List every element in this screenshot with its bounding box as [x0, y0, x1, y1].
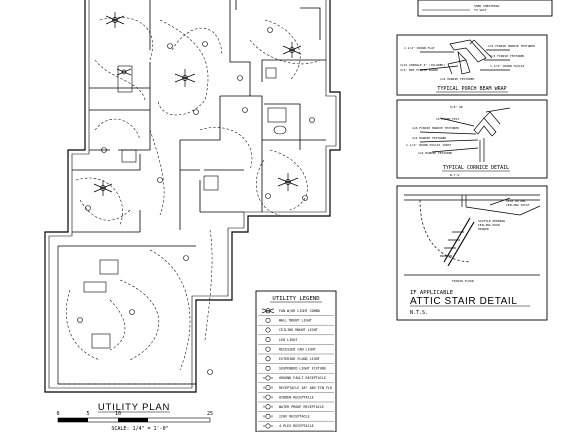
cornice-note-4: 1x2 HARDIE TEXTURED [412, 136, 447, 140]
legend-row: CEILING MOUNT LIGHT [258, 327, 334, 335]
shed-note-2: TO SUIT [474, 8, 487, 12]
porch-note-5: 5/4 FINISH TEXTURED [490, 54, 525, 58]
porch-detail-title: TYPICAL PORCH BEAM WRAP [437, 86, 506, 92]
attic-detail-title: ATTIC STAIR DETAIL [410, 296, 517, 307]
porch-note-2: 1x6 FINISH HARDIE TEXTURED [488, 44, 535, 48]
legend-label: RECESSED CAN LIGHT [279, 347, 316, 351]
receptacle-48-icon [263, 385, 273, 391]
scale-tick-0: 0 [56, 411, 59, 417]
legend-row: FAN W/OR LIGHT COMBO [258, 308, 334, 316]
legend-row: LED LIGHT [258, 337, 334, 345]
legend-row: HIDDEN RECEPTACLE [258, 394, 334, 403]
shed-note-1: SHED SHEATHING [474, 4, 499, 8]
legend-label: WALL MOUNT LIGHT [279, 319, 312, 323]
attic-note-4: SCUTTLE OPENING [478, 219, 505, 223]
porch-note-7: 1x4 HARDIE TEXTURED [440, 77, 475, 81]
legend-label: LED LIGHT [279, 338, 297, 342]
legend-label: GROUND FAULT RECEPTACLE [279, 376, 326, 380]
graphic-scale: 0 5 10 25 [56, 411, 213, 423]
quad-icon [263, 423, 273, 429]
recessed-light-icon [265, 346, 271, 352]
pendant-light-icon [265, 365, 271, 371]
scale-tick-25: 25 [207, 411, 213, 417]
plan-title: UTILITY PLAN [98, 402, 170, 413]
cornice-detail-title: TYPICAL CORNICE DETAIL [443, 165, 509, 171]
porch-note-1: 1-1/4" CROWN FLAT [404, 46, 435, 50]
attic-note-3: FINISH FLOOR [452, 279, 474, 283]
circuit-runs [66, 17, 321, 371]
attic-detail-subtitle: N.T.S. [410, 310, 428, 316]
exterior-wall [44, 0, 341, 393]
220-icon [263, 413, 273, 419]
garage-wall [57, 245, 196, 385]
detail-shed: SHED SHEATHING TO SUIT [417, 0, 553, 17]
cornice-note-5: 1-1/4" CROWN FASCIA JOINT [406, 143, 451, 147]
legend-label: RECEPTACLE 48" ABV FIN FLR [279, 386, 333, 390]
ceiling-light-icon [265, 327, 271, 333]
legend-row: EXTERIOR FLOOD LIGHT [258, 356, 334, 364]
scale-tick-5: 5 [86, 411, 89, 417]
attic-note-1: 2x10 OR DBL [506, 199, 526, 203]
cornice-detail-subtitle: N.T.S. [450, 173, 461, 177]
fan-icon [261, 308, 275, 314]
attic-note-2: CEILING JOIST [506, 203, 530, 207]
wp-receptacle-icon [263, 404, 273, 410]
gfi-icon [263, 375, 273, 381]
legend-row: SUSPENDED LIGHT FIXTURE [258, 365, 334, 374]
legend-label: EXTERIOR FLOOD LIGHT [279, 357, 320, 361]
legend-label: SUSPENDED LIGHT FIXTURE [279, 367, 326, 371]
legend-title: UTILITY LEGEND [272, 296, 320, 302]
attic-detail-prefix: IF APPLICABLE [410, 290, 453, 296]
attic-note-6: HINGED [478, 227, 489, 231]
fan-fixtures [93, 12, 302, 196]
flood-light-icon [265, 356, 271, 362]
detail-attic-stair: 2x10 OR DBL CEILING JOIST FINISH FLOOR S… [396, 185, 548, 321]
porch-note-4: 3/4" MDF FINISH BOARD [400, 68, 438, 72]
porch-note-3: 1x12 SHINGLE 4" (COLORED) [400, 63, 445, 67]
interior-walls [72, 0, 326, 233]
cornice-note-1: 5/4" OR [450, 105, 463, 109]
legend-row: 4-PLEX RECEPTACLE [258, 423, 334, 431]
legend-label: HIDDEN RECEPTACLE [279, 395, 314, 399]
floor-plan [44, 0, 341, 393]
cornice-note-3: 1x6 FINISH HARDIE TEXTURED [412, 126, 459, 130]
detail-cornice: 5/4" OR 15 POUND FELT 1x6 FINISH HARDIE … [396, 99, 548, 179]
legend-label: CEILING MOUNT LIGHT [279, 328, 318, 332]
legend-label: FAN W/OR LIGHT COMBO [279, 309, 320, 313]
light-fixtures [77, 27, 315, 375]
utility-legend: UTILITY LEGEND FAN W/OR LIGHT COMBO WALL … [255, 290, 337, 432]
legend-label: WATER PROOF RECEPTACLE [279, 405, 324, 409]
plumbing-fixtures [83, 65, 287, 349]
legend-row: RECESSED CAN LIGHT [258, 346, 334, 355]
cornice-note-2: 15 POUND FELT [436, 117, 460, 121]
legend-label: 220V RECEPTACLE [279, 415, 310, 419]
wall-light-icon [265, 317, 271, 323]
porch-note-6: 1-1/4" CROWN FASCIA [490, 64, 525, 68]
legend-row: RECEPTACLE 48" ABV FIN FLR [258, 385, 334, 393]
led-light-icon [265, 337, 271, 343]
legend-label: 4-PLEX RECEPTACLE [279, 424, 314, 428]
cornice-note-6: 1x4 HARDIE TEXTURED [418, 151, 453, 155]
scale-tick-10: 10 [115, 411, 121, 417]
legend-row: 220V RECEPTACLE [258, 413, 334, 422]
detail-porch-beam: 1-1/4" CROWN FLAT 1x6 FINISH HARDIE TEXT… [396, 34, 548, 96]
legend-row: WATER PROOF RECEPTACLE [258, 404, 334, 412]
receptacle-icon [263, 394, 273, 400]
legend-row: WALL MOUNT LIGHT [258, 317, 334, 326]
plan-scale: SCALE: 1/4" = 1'-0" [111, 426, 168, 432]
exterior-wall-inner [48, 0, 337, 389]
attic-note-5: CEILING DOOR [478, 223, 500, 227]
legend-row: GROUND FAULT RECEPTACLE [258, 375, 334, 383]
